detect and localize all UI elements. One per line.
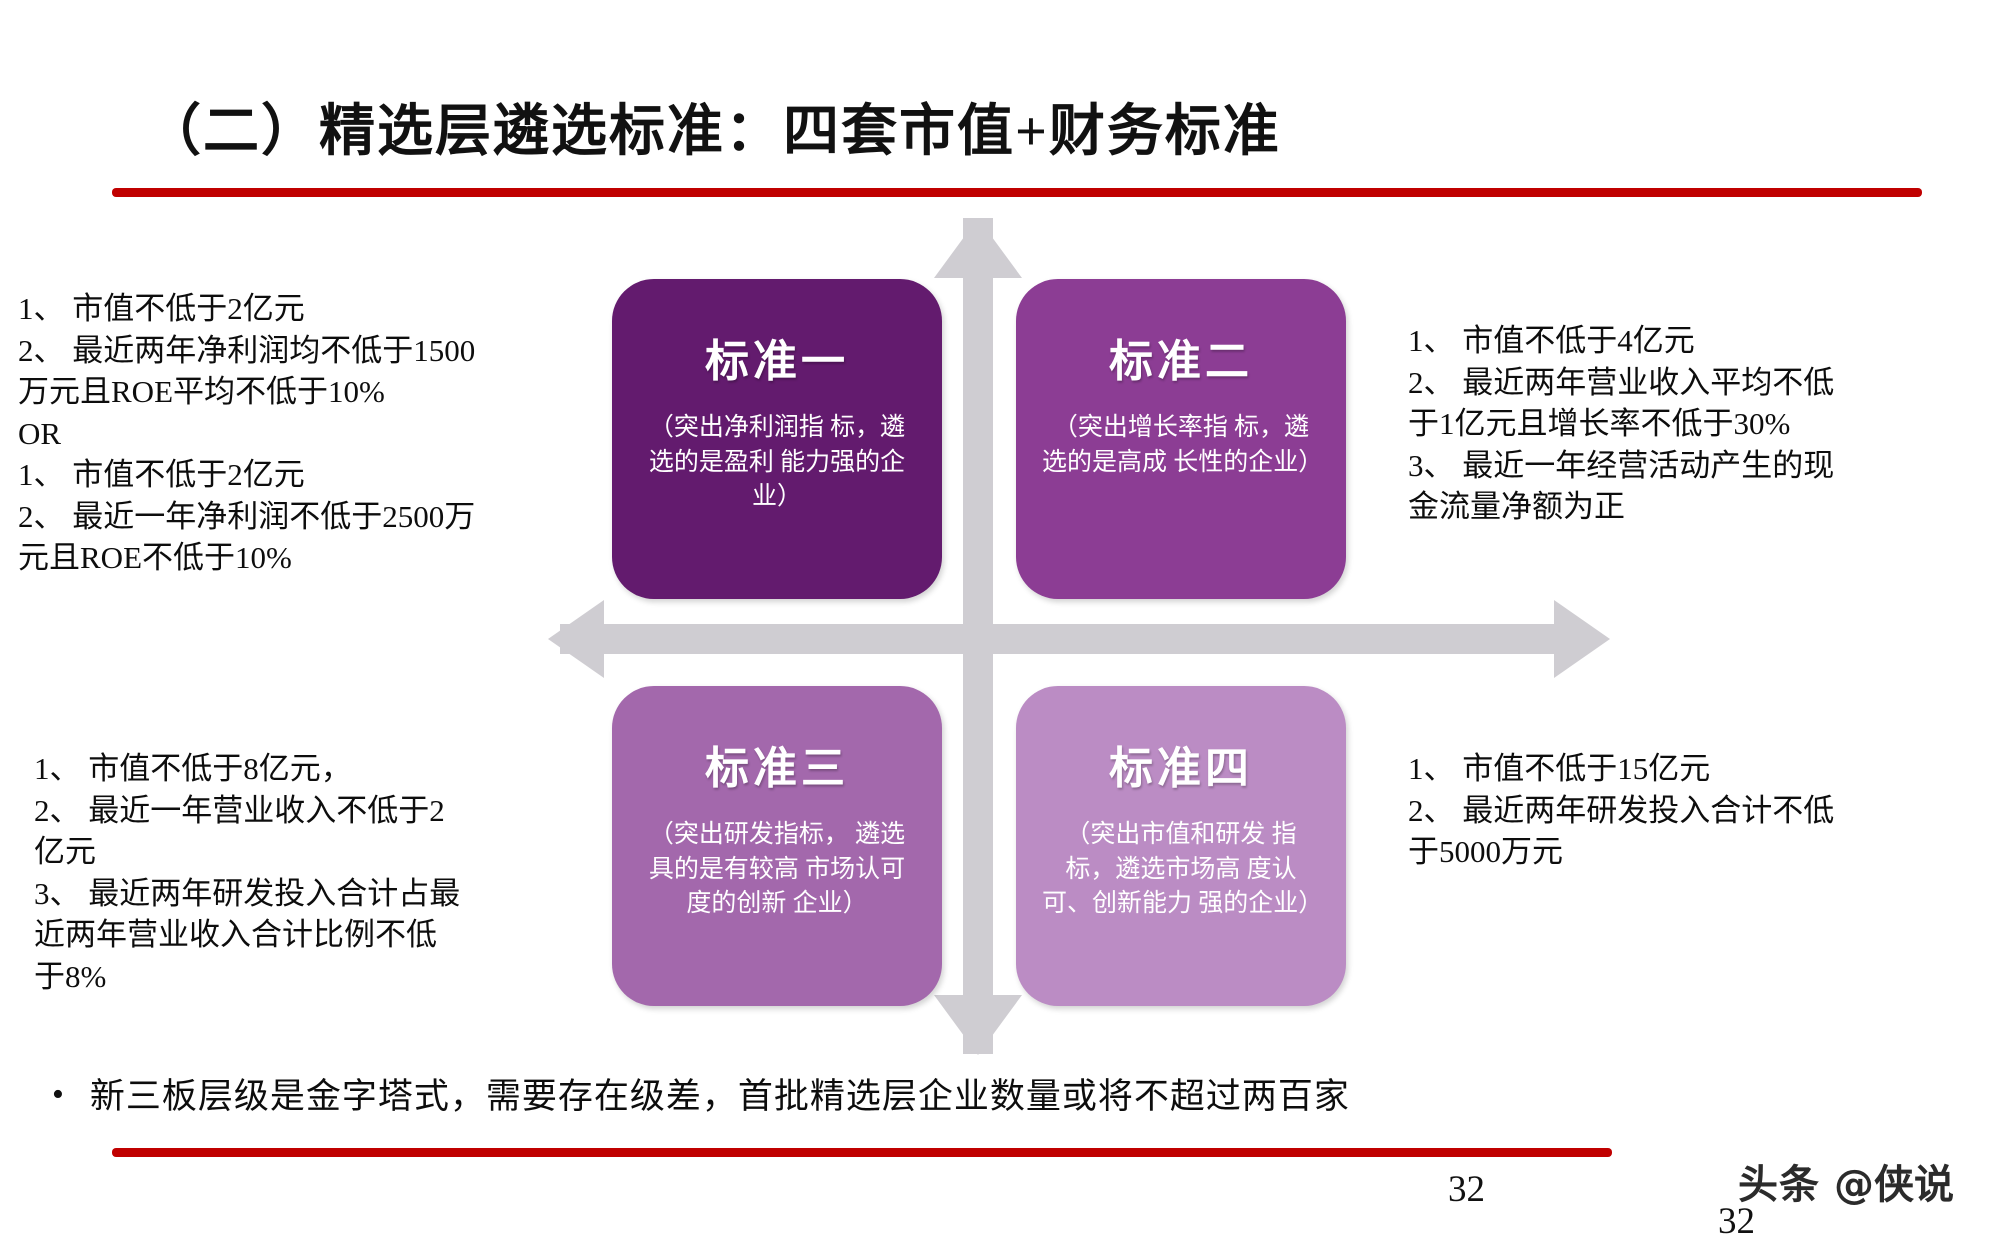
arrow-up-icon	[934, 218, 1022, 278]
criteria-body: 1、 市值不低于2亿元 2、 最近两年净利润均不低于1500 万元且ROE平均不…	[18, 291, 476, 576]
page-number: 32	[1448, 1169, 1485, 1210]
page-number-duplicate: 32	[1718, 1201, 1755, 1242]
criteria-text-bottom-right: 1、 市值不低于15亿元 2、 最近两年研发投入合计不低 于5000万元	[1408, 748, 1968, 873]
summary-bullet-row: • 新三板层级是金字塔式，需要存在级差，首批精选层企业数量或将不超过两百家	[52, 1068, 1772, 1119]
criteria-text-bottom-left: 1、 市值不低于8亿元， 2、 最近一年营业收入不低于2 亿元 3、 最近两年研…	[34, 748, 594, 997]
criteria-body: 1、 市值不低于4亿元 2、 最近两年营业收入平均不低 于1亿元且增长率不低于3…	[1408, 323, 1835, 525]
watermark: 头条 @侠说	[1738, 1152, 1954, 1210]
card-title: 标准二	[1109, 336, 1253, 387]
bottom-rule	[112, 1148, 1612, 1157]
card-description: （突出净利润指 标，遴选的是盈利 能力强的企业）	[648, 414, 906, 510]
card-standard-four[interactable]: 标准四 （突出市值和研发 指标，遴选市场高 度认可、创新能力 强的企业）	[1016, 686, 1346, 1006]
criteria-text-top-right: 1、 市值不低于4亿元 2、 最近两年营业收入平均不低 于1亿元且增长率不低于3…	[1408, 320, 1988, 528]
title-underline-rule	[112, 188, 1922, 197]
bullet-marker-icon: •	[52, 1076, 64, 1113]
card-standard-two[interactable]: 标准二 （突出增长率指 标，遴选的是高成 长性的企业）	[1016, 279, 1346, 599]
card-title: 标准四	[1109, 743, 1253, 794]
page-title: （二）精选层遴选标准：四套市值+财务标准	[145, 101, 1281, 163]
watermark-brand: 头条	[1738, 1162, 1820, 1208]
arrow-right-icon	[1554, 600, 1610, 678]
card-standard-one[interactable]: 标准一 （突出净利润指 标，遴选的是盈利 能力强的企业）	[612, 279, 942, 599]
horizontal-axis-arrow-shaft	[560, 624, 1560, 654]
criteria-text-top-left: 1、 市值不低于2亿元 2、 最近两年净利润均不低于1500 万元且ROE平均不…	[18, 288, 608, 579]
card-title: 标准一	[705, 336, 849, 387]
watermark-handle: @侠说	[1834, 1162, 1954, 1208]
card-title: 标准三	[705, 743, 849, 794]
summary-bullet-text: 新三板层级是金字塔式，需要存在级差，首批精选层企业数量或将不超过两百家	[89, 1077, 1350, 1116]
arrow-left-icon	[548, 600, 604, 678]
arrow-down-icon	[934, 995, 1022, 1055]
card-standard-three[interactable]: 标准三 （突出研发指标， 遴选具的是有较高 市场认可度的创新 企业）	[612, 686, 942, 1006]
criteria-body: 1、 市值不低于15亿元 2、 最近两年研发投入合计不低 于5000万元	[1408, 751, 1835, 870]
card-description: （突出增长率指 标，遴选的是高成 长性的企业）	[1042, 414, 1324, 476]
card-description: （突出市值和研发 指标，遴选市场高 度认可、创新能力 强的企业）	[1042, 821, 1324, 917]
card-description: （突出研发指标， 遴选具的是有较高 市场认可度的创新 企业）	[648, 821, 906, 917]
criteria-body: 1、 市值不低于8亿元， 2、 最近一年营业收入不低于2 亿元 3、 最近两年研…	[34, 751, 461, 994]
